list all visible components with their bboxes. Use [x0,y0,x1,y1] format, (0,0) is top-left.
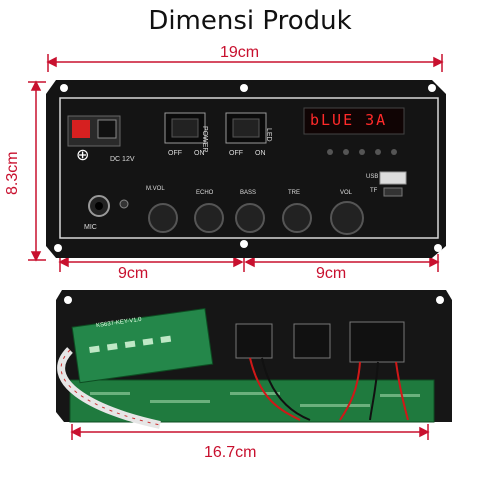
mic-vol-label: M.VOL [146,186,165,192]
svg-text:⊕: ⊕ [76,145,89,164]
knob-label-vol: VOL [340,190,353,196]
dim-pcb-width: 16.7cm [204,444,257,461]
back-view [56,290,452,429]
front-panel: ⊕ [46,80,446,258]
led-label: LED [265,128,272,142]
page-title: Dimensi Produk [148,6,352,36]
dim-width-total: 19cm [220,44,260,61]
dimension-lines [28,54,444,440]
switch-on-label-2: ON [255,150,266,157]
knobs [148,201,364,235]
display-readout: bLUE 3A [310,111,388,129]
knob-label-bass: BASS [240,190,257,196]
switch-on-label-1: ON [194,150,205,157]
knob-label-tre: TRE [288,190,300,196]
dim-height: 8.3cm [4,151,21,195]
knob-label-echo: ECHO [196,190,214,196]
switch-off-label-1: OFF [168,150,182,157]
dim-half-right: 9cm [316,265,347,282]
dc-label: DC 12V [110,156,135,163]
dim-half-left: 9cm [118,265,149,282]
power-label: POWER [201,126,208,153]
switch-off-label-2: OFF [229,150,243,157]
tf-label: TF [370,188,378,194]
usb-label: USB [366,174,379,180]
mic-label: MIC [84,224,97,231]
